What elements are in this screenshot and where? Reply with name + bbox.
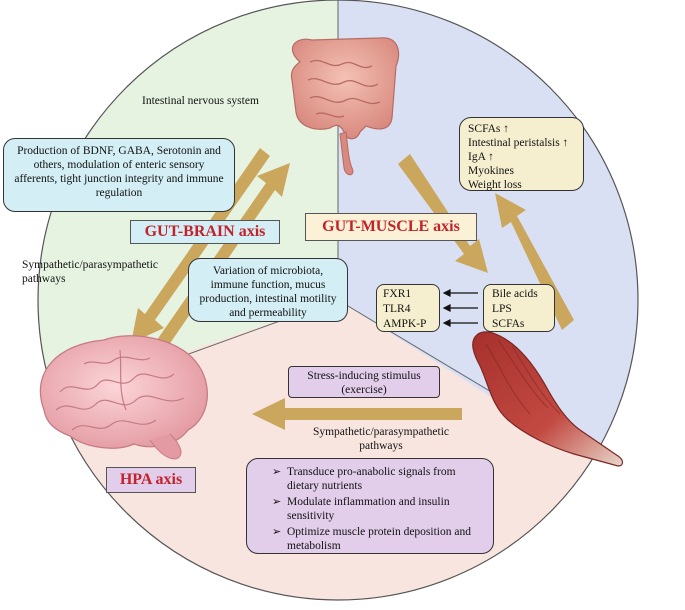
hpa-effects-box: Transduce pro-anabolic signals from diet… [246,458,494,554]
gut-brain-axis-title: GUT-BRAIN axis [130,220,280,244]
receptor-item: TLR4 [383,303,411,315]
metabolite-item: LPS [492,303,512,315]
outer-circle [37,0,639,601]
hpa-effect-item: Transduce pro-anabolic signals from diet… [272,465,485,493]
receptor-item: FXR1 [383,288,412,300]
metabolite-item: Bile acids [492,288,538,300]
muscle-effect-item: IgA ↑ [468,151,494,163]
metabolites-box: Bile acids LPS SCFAs [483,284,555,332]
arrow-gut-to-brain-down [131,148,270,343]
hpa-effect-item: Modulate inflammation and insulin sensit… [272,495,485,523]
muscle-effects-box: SCFAs ↑ Intestinal peristalsis ↑ IgA ↑ M… [459,117,584,191]
muscle-effect-item: Weight loss [468,179,522,191]
receptor-item: AMPK-P [383,318,427,330]
variation-box: Variation of microbiota, immune function… [188,258,348,322]
receptor-arrows [442,289,478,327]
metabolite-item: SCFAs [492,318,525,330]
gut-muscle-axis-title: GUT-MUSCLE axis [305,213,477,241]
hpa-effect-item: Optimize muscle protein deposition and m… [272,525,485,553]
muscle-effect-item: SCFAs ↑ [468,123,510,135]
receptors-box: FXR1 TLR4 AMPK-P [376,284,440,332]
production-box: Production of BDNF, GABA, Serotonin and … [3,138,235,212]
sympathetic-pathways-label-bottom: Sympathetic/parasympathetic pathways [312,426,450,452]
intestine-icon [290,37,400,176]
sympathetic-pathways-label-left: Sympathetic/parasympathetic pathways [22,259,159,285]
hpa-axis-title: HPA axis [106,467,196,493]
arrow-muscle-to-brain [252,398,462,430]
muscle-icon [472,331,624,467]
intestinal-nervous-system-label: Intestinal nervous system [142,95,259,107]
brain-icon [39,335,208,460]
muscle-effect-item: Intestinal peristalsis ↑ [468,137,569,149]
muscle-effect-item: Myokines [468,165,514,177]
stress-box: Stress-inducing stimulus (exercise) [288,366,440,398]
hpa-effects-list: Transduce pro-anabolic signals from diet… [271,465,485,553]
